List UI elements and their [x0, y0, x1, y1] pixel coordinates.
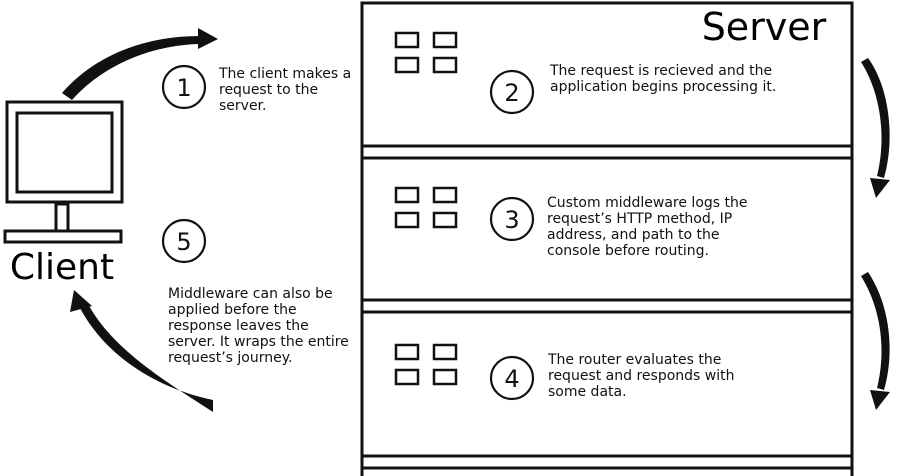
- step-5-number: 5: [176, 228, 191, 256]
- server-divider-2: [360, 298, 854, 314]
- server-grid-icon: [394, 343, 458, 386]
- step-1-circle: [161, 64, 207, 110]
- step-2-number: 2: [504, 79, 519, 107]
- step-5-circle: [161, 218, 207, 264]
- server-divider-1: [360, 144, 854, 160]
- step-4-circle: [489, 355, 535, 401]
- server-stack: [360, 1, 854, 476]
- server-outline: [360, 1, 854, 476]
- step-1-text: The client makes a request to the server…: [219, 66, 352, 114]
- step-2-circle: [489, 69, 535, 115]
- step-3-number: 3: [504, 206, 519, 234]
- curved-arrow-icon: [70, 290, 213, 412]
- curved-arrow-icon: [861, 58, 890, 198]
- curved-arrow-icon: [62, 28, 218, 100]
- step-2-text: The request is recieved and the applicat…: [550, 63, 777, 95]
- step-4-number: 4: [504, 365, 519, 393]
- step-3-circle: [489, 196, 535, 242]
- server-grid-icon: [394, 31, 458, 74]
- step-1-number: 1: [176, 74, 191, 102]
- server-divider-3: [360, 454, 854, 470]
- server-title: Server: [702, 5, 827, 49]
- computer-monitor-icon: [3, 100, 124, 244]
- server-grid-icon: [394, 186, 458, 229]
- step-3-text: Custom middleware logs the request’s HTT…: [547, 195, 748, 259]
- step-5-text: Middleware can also be applied before th…: [168, 286, 349, 366]
- curved-arrow-icon: [861, 272, 890, 410]
- step-4-text: The router evaluates the request and res…: [548, 352, 735, 400]
- client-label: Client: [10, 247, 114, 288]
